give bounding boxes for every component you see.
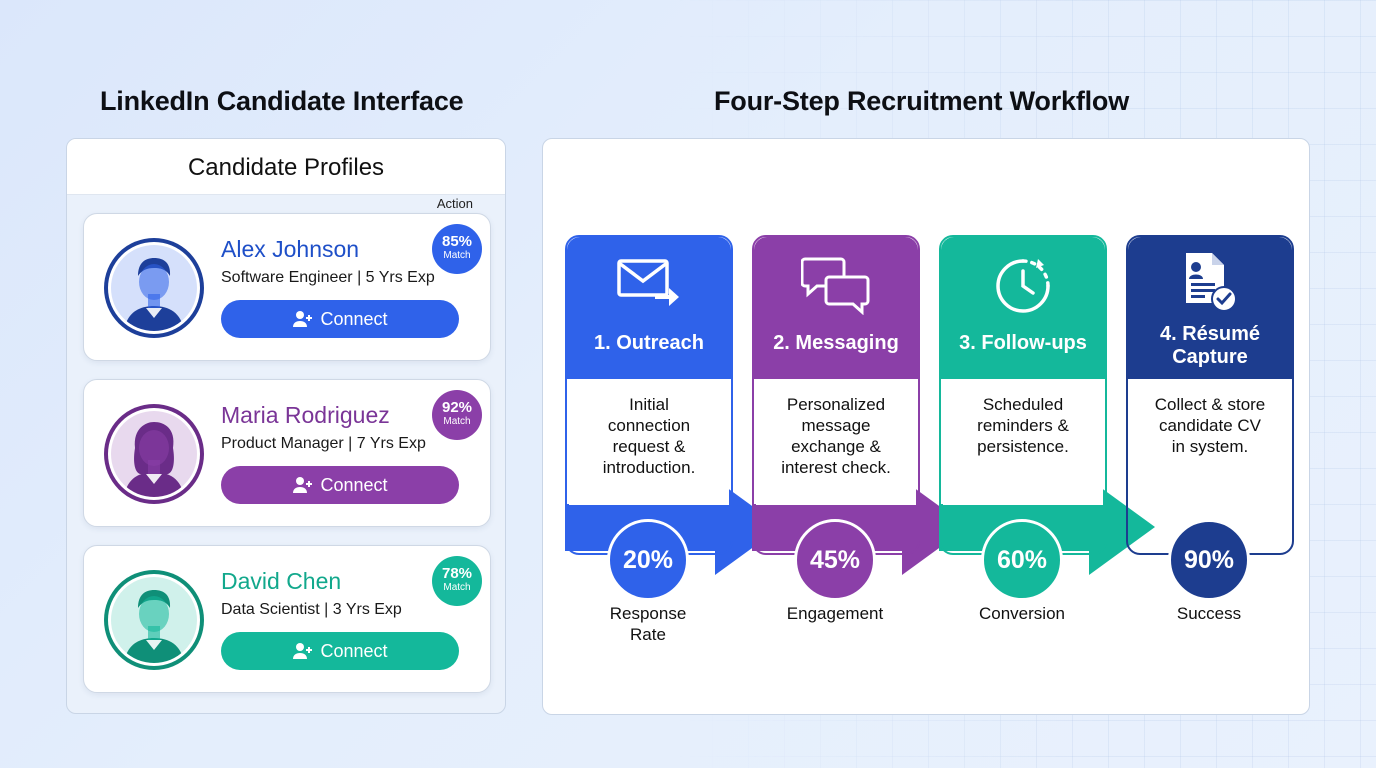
- step-description-line: interest check.: [781, 458, 891, 477]
- workflow-panel: 1. Outreach Initial connection request &…: [542, 138, 1310, 715]
- workflow-step-follow-ups: 3. Follow-ups Scheduled reminders & pers…: [939, 235, 1107, 555]
- metric-label-line: Rate: [630, 625, 666, 644]
- step-description: Initial connection request & introductio…: [569, 379, 729, 505]
- step-header: 1. Outreach: [567, 237, 731, 379]
- add-user-icon: [293, 477, 313, 493]
- metric-response-rate: 20%: [607, 519, 689, 601]
- candidate-role: Product Manager | 7 Yrs Exp: [221, 435, 426, 452]
- step-description-line: message: [801, 416, 871, 435]
- candidate-card-alex-johnson[interactable]: Alex Johnson Software Engineer | 5 Yrs E…: [83, 213, 491, 361]
- step-description-line: introduction.: [602, 458, 696, 477]
- step-title: 1. Outreach: [593, 332, 705, 354]
- match-label: Match: [443, 582, 471, 593]
- step-description: Collect & store candidate CV in system.: [1130, 379, 1290, 505]
- right-section-title: Four-Step Recruitment Workflow: [714, 86, 1130, 116]
- step-description-line: Personalized: [786, 395, 886, 414]
- connect-button[interactable]: Connect: [221, 300, 459, 338]
- connect-button-label: Connect: [320, 308, 388, 329]
- metric-conversion: 60%: [981, 519, 1063, 601]
- avatar: [104, 570, 204, 670]
- step-description-line: Scheduled: [982, 395, 1064, 414]
- step-description-line: Collect & store: [1154, 395, 1266, 414]
- chat-bubbles-icon: [801, 257, 870, 315]
- left-section-title: LinkedIn Candidate Interface: [100, 86, 464, 116]
- match-badge: 92% Match: [432, 390, 482, 440]
- candidate-name: David Chen: [221, 568, 342, 594]
- step-description: Personalized message exchange & interest…: [756, 379, 916, 505]
- candidate-profiles-panel: Candidate Profiles Action Alex Johnson S…: [66, 138, 506, 714]
- step-title: 2. Messaging: [773, 332, 899, 354]
- avatar: [104, 238, 204, 338]
- clock-icon: [996, 259, 1050, 313]
- candidate-name: Maria Rodriguez: [221, 402, 390, 428]
- step-title-line: Capture: [1172, 346, 1248, 368]
- step-description-line: request &: [612, 437, 686, 456]
- action-column-label: Action: [436, 196, 473, 211]
- add-user-icon: [293, 643, 313, 659]
- metric-label: Success: [1176, 604, 1242, 623]
- step-description-line: reminders &: [977, 416, 1069, 435]
- match-label: Match: [443, 416, 471, 427]
- step-title: 3. Follow-ups: [959, 332, 1087, 354]
- step-title: 4. Résumé Capture: [1128, 323, 1292, 369]
- candidate-card-maria-rodriguez[interactable]: Maria Rodriguez Product Manager | 7 Yrs …: [83, 379, 491, 527]
- envelope-icon: [617, 259, 679, 306]
- panel-header: Candidate Profiles: [67, 139, 505, 195]
- candidate-card-david-chen[interactable]: David Chen Data Scientist | 3 Yrs Exp 78…: [83, 545, 491, 693]
- step-description-line: connection: [607, 416, 691, 435]
- workflow-step-outreach: 1. Outreach Initial connection request &…: [565, 235, 733, 555]
- step-header: 2. Messaging: [754, 237, 918, 379]
- metric-label: Response Rate: [568, 603, 728, 645]
- step-description-line: candidate CV: [1158, 416, 1262, 435]
- connect-button[interactable]: Connect: [221, 466, 459, 504]
- step-description-line: Initial: [629, 395, 669, 414]
- step-description-line: persistence.: [977, 437, 1069, 456]
- match-label: Match: [443, 250, 471, 261]
- metric-success: 90%: [1168, 519, 1250, 601]
- document-check-icon: [1186, 253, 1237, 312]
- step-header: 3. Follow-ups: [941, 237, 1105, 379]
- step-title-line: 4. Résumé: [1159, 323, 1261, 345]
- workflow-step-messaging: 2. Messaging Personalized message exchan…: [752, 235, 920, 555]
- connect-button-label: Connect: [320, 640, 388, 661]
- match-badge: 85% Match: [432, 224, 482, 274]
- step-description-line: in system.: [1171, 437, 1249, 456]
- match-percent: 92%: [441, 399, 473, 416]
- avatar: [104, 404, 204, 504]
- match-percent: 78%: [441, 565, 473, 582]
- step-description-line: exchange &: [791, 437, 881, 456]
- candidate-name: Alex Johnson: [221, 236, 360, 262]
- step-header: 4. Résumé Capture: [1128, 237, 1292, 379]
- workflow-step-resume-capture: 4. Résumé Capture Collect & store candid…: [1126, 235, 1294, 555]
- add-user-icon: [293, 311, 313, 327]
- candidate-role: Software Engineer | 5 Yrs Exp: [221, 269, 435, 286]
- metric-engagement: 45%: [794, 519, 876, 601]
- candidate-role: Data Scientist | 3 Yrs Exp: [221, 601, 402, 618]
- metric-label: Engagement: [786, 604, 884, 623]
- connect-button-label: Connect: [320, 474, 388, 495]
- match-badge: 78% Match: [432, 556, 482, 606]
- connect-button[interactable]: Connect: [221, 632, 459, 670]
- match-percent: 85%: [441, 233, 473, 250]
- metric-label: Conversion: [979, 604, 1065, 623]
- metric-label-line: Response: [609, 604, 687, 623]
- step-description: Scheduled reminders & persistence.: [943, 379, 1103, 505]
